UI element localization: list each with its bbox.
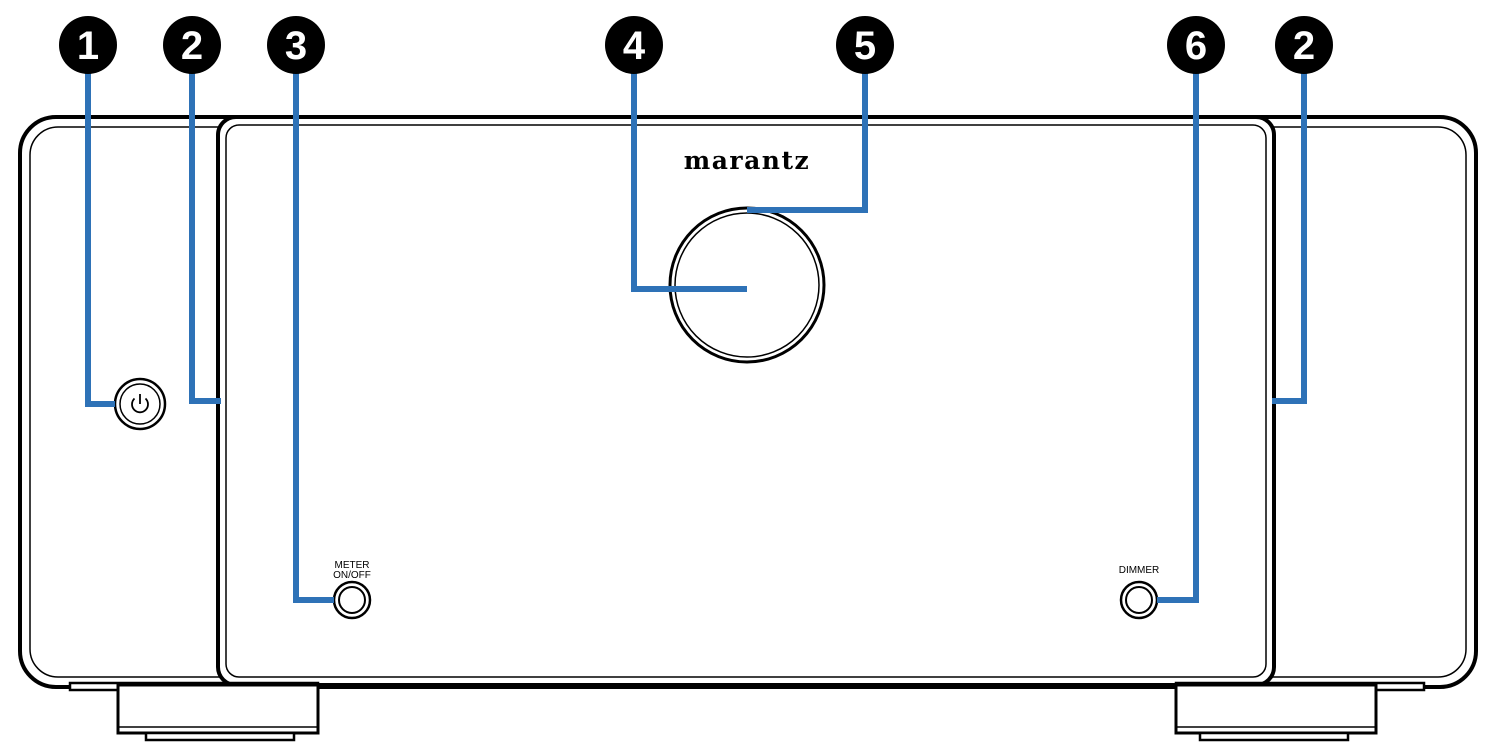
svg-text:5: 5: [854, 24, 876, 68]
svg-text:3: 3: [285, 24, 307, 68]
callout-1: 1: [59, 16, 117, 74]
leader-line-4: [631, 70, 747, 292]
volume-knob[interactable]: [668, 206, 826, 364]
power-icon: [131, 394, 149, 414]
svg-text:6: 6: [1185, 24, 1207, 68]
front-panel-inner: [225, 124, 1267, 678]
leader-line-1: [85, 70, 115, 407]
callout-2-right: 2: [1275, 16, 1333, 74]
leader-line-2-left: [189, 70, 221, 404]
callout-5: 5: [836, 16, 894, 74]
callout-2-left: 2: [163, 16, 221, 74]
leader-line-5: [747, 70, 868, 213]
meter-label-line1: METER: [335, 560, 370, 571]
svg-text:4: 4: [623, 24, 646, 68]
svg-text:2: 2: [181, 24, 203, 68]
meter-label-line2: ON/OFF: [333, 570, 371, 581]
leader-line-3: [293, 70, 334, 603]
leader-line-6: [1157, 70, 1199, 603]
brand-logo: marantz: [684, 146, 810, 175]
front-panel-outer: [216, 115, 1276, 687]
callout-3: 3: [267, 16, 325, 74]
dimmer-button[interactable]: [1119, 580, 1159, 620]
meter-on-off-button[interactable]: [332, 580, 372, 620]
leader-line-2-right: [1272, 70, 1307, 404]
foot-left: [68, 681, 320, 742]
leader-lines: [85, 70, 1307, 603]
svg-text:2: 2: [1293, 24, 1315, 68]
callout-6: 6: [1167, 16, 1225, 74]
foot-right: [1174, 681, 1426, 742]
dimmer-label: DIMMER: [1119, 565, 1160, 576]
callout-4: 4: [605, 16, 663, 74]
power-button[interactable]: [113, 377, 167, 431]
callouts: 1 2 3 4 5 6 2: [59, 16, 1333, 74]
svg-text:1: 1: [77, 24, 99, 68]
front-panel: [216, 115, 1276, 687]
